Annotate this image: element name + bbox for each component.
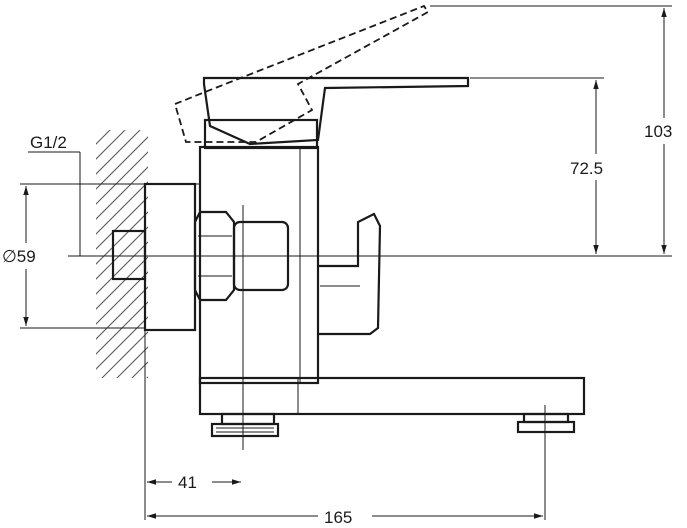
thread-size-label: G1/2 [30,133,67,152]
dim-103-label: 103 [644,122,672,141]
wall-flange [143,182,197,332]
spout [198,376,586,416]
lever-handle [202,76,470,150]
extension-lines [20,5,672,329]
diameter-label: ∅59 [2,247,36,266]
mixer-body [198,145,320,385]
spout-aerator [516,412,576,434]
dim-72-5-label: 72.5 [570,159,603,178]
lever-handle-raised-phantom [173,4,430,143]
bath-outlet [210,412,280,438]
diverter-knob [318,212,382,336]
dim-41-label: 41 [178,473,197,492]
dim-165-label: 165 [324,508,352,527]
center-lines [68,205,672,520]
